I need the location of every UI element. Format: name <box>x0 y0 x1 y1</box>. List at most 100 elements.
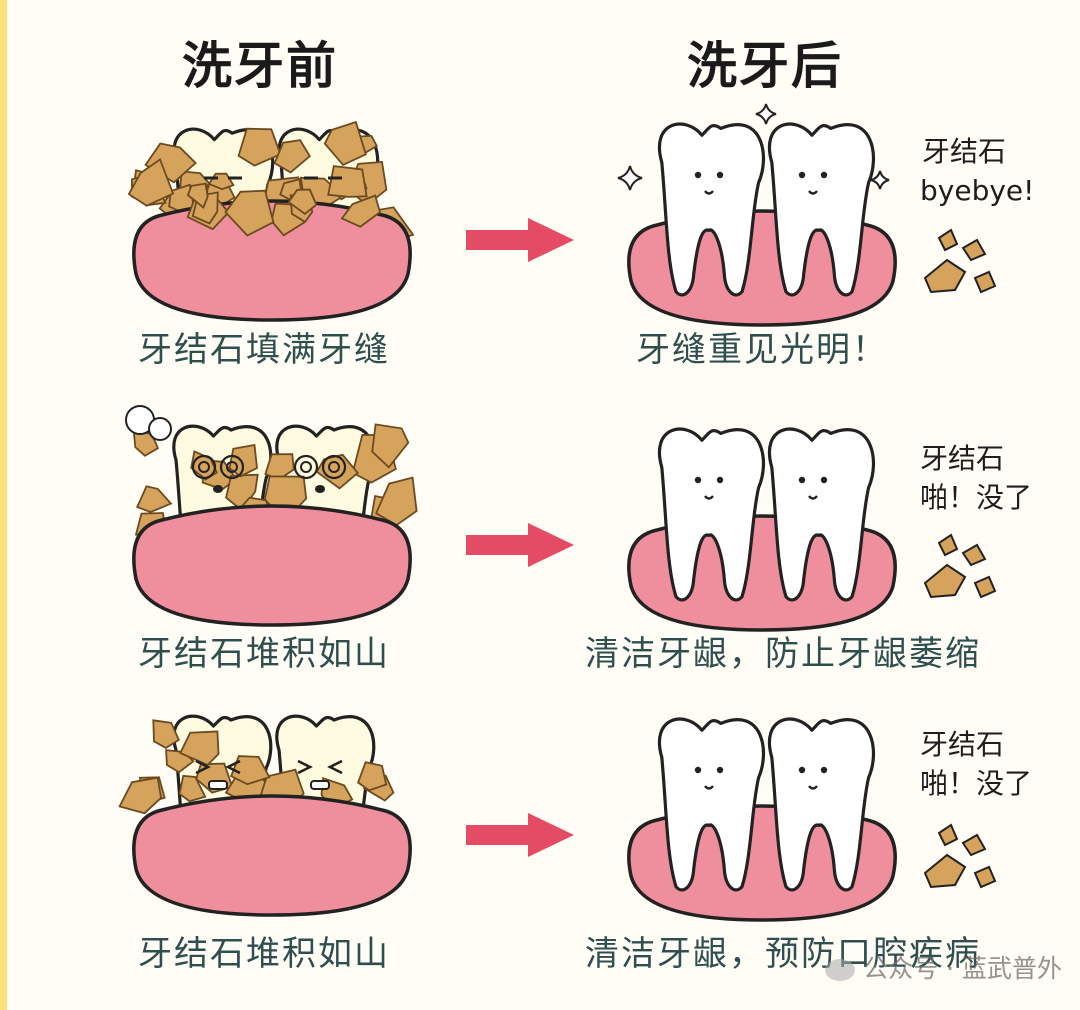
tartar-icon <box>127 157 382 237</box>
face-after-left <box>694 171 724 195</box>
tartar-chunk <box>178 774 207 803</box>
left-edge-stripe <box>0 0 7 1010</box>
face-after-right <box>798 171 828 195</box>
dizzy-eye-right <box>219 454 245 480</box>
after-caption-1: 牙缝重见光明！ <box>636 330 888 370</box>
wechat-icon <box>825 959 856 981</box>
face-after-right <box>798 476 828 500</box>
note-3-line1: 牙结石 <box>920 728 1005 761</box>
eye-left <box>694 476 702 484</box>
tartar-fragment-icon <box>961 833 987 857</box>
dizzy-icon <box>125 405 172 441</box>
tartar-chunk <box>135 485 173 513</box>
tartar-chunk <box>230 755 271 786</box>
mouth <box>704 785 714 790</box>
tartar-chunk <box>323 120 367 167</box>
tartar-fragment-icon <box>961 238 987 262</box>
face-before-right <box>297 759 343 790</box>
dizzy-eye-left <box>293 454 319 480</box>
sparkle-icon <box>617 165 643 191</box>
after-caption-3: 清洁牙龈，预防口腔疾病 <box>585 934 981 974</box>
tartar-fragment-icon <box>973 865 997 889</box>
before-caption-3: 牙结石堆积如山 <box>138 934 390 974</box>
mouth <box>704 495 714 500</box>
face-before-left <box>191 454 245 493</box>
tartar-fragment-icon <box>937 823 959 847</box>
after-tooth-right <box>768 427 876 602</box>
sparkle-icon <box>870 170 890 190</box>
tartar-chunk <box>144 142 197 184</box>
dizzy-eye-inner <box>226 461 238 473</box>
eye-right <box>820 476 828 484</box>
eye-left <box>798 171 806 179</box>
dizzy-eye-inner <box>328 461 340 473</box>
sparkle-icon <box>755 103 777 125</box>
tartar-fragment-icon <box>923 853 967 889</box>
dizzy-cloud <box>148 417 172 441</box>
eye-right <box>820 766 828 774</box>
tartar-chunk <box>179 730 220 766</box>
tartar-chunk <box>237 127 282 167</box>
eye-right <box>327 759 343 775</box>
tartar-fragment-icon <box>937 228 959 252</box>
face-after-left <box>694 766 724 790</box>
tartar-fragment-icon <box>937 533 959 557</box>
tartar-fragment-icon <box>923 533 997 599</box>
tartar-fragment-icon <box>973 575 997 599</box>
arrow-right-icon <box>466 523 574 567</box>
arrow-right-icon <box>466 813 574 857</box>
tartar-chunk <box>287 188 318 216</box>
tartar-chunk <box>152 719 180 749</box>
tartar-fragment-icon <box>923 563 967 599</box>
face-after-right <box>798 766 828 790</box>
mouth <box>213 485 223 493</box>
eye-right <box>820 171 828 179</box>
mouth <box>315 485 325 493</box>
after-caption-2: 清洁牙龈，防止牙龈萎缩 <box>585 634 981 674</box>
mouth <box>808 190 818 195</box>
tartar-fragment-icon <box>923 823 997 889</box>
eye-right <box>225 759 241 775</box>
eye-left <box>694 171 702 179</box>
tartar-chunk <box>273 139 311 174</box>
note-3-line2: 啪！没了 <box>920 767 1033 800</box>
eye-left <box>297 759 313 775</box>
face-before-right <box>293 454 347 493</box>
mouth <box>310 780 330 790</box>
mouth <box>208 780 228 790</box>
before-caption-2: 牙结石堆积如山 <box>138 634 390 674</box>
tartar-fragment-icon <box>923 228 997 294</box>
note-2-line1: 牙结石 <box>920 442 1005 475</box>
eye-left <box>694 766 702 774</box>
after-tooth-left <box>658 427 766 602</box>
dizzy-eye-right <box>321 454 347 480</box>
tartar-chunk <box>186 182 209 209</box>
eye-right <box>716 766 724 774</box>
mouth <box>808 785 818 790</box>
note-1-line2: byebye! <box>920 174 1035 207</box>
note-1-line1: 牙结石 <box>922 135 1007 168</box>
watermark-text: 公众号 · 蓝武普外 <box>863 954 1062 983</box>
tartar-chunk <box>127 157 175 207</box>
before-gum-icon <box>132 504 412 627</box>
note-2-line2: 啪！没了 <box>920 481 1033 514</box>
eye-left <box>195 759 211 775</box>
eye-right <box>716 476 724 484</box>
dizzy-eye-left <box>191 454 217 480</box>
eye-right <box>716 171 724 179</box>
after-tooth-right <box>768 122 876 297</box>
tartar-chunk <box>327 165 368 198</box>
tartar-chunk <box>371 423 410 469</box>
after-tooth-left <box>658 717 766 892</box>
eye-left <box>798 476 806 484</box>
dizzy-eye-inner <box>198 461 210 473</box>
arrow-right-icon <box>466 218 574 262</box>
tartar-chunk <box>357 761 388 792</box>
mouth <box>808 495 818 500</box>
tartar-chunk <box>118 776 163 815</box>
tartar-fragment-icon <box>973 270 997 294</box>
tartar-fragment-icon <box>961 543 987 567</box>
before-gum-icon <box>132 794 412 917</box>
